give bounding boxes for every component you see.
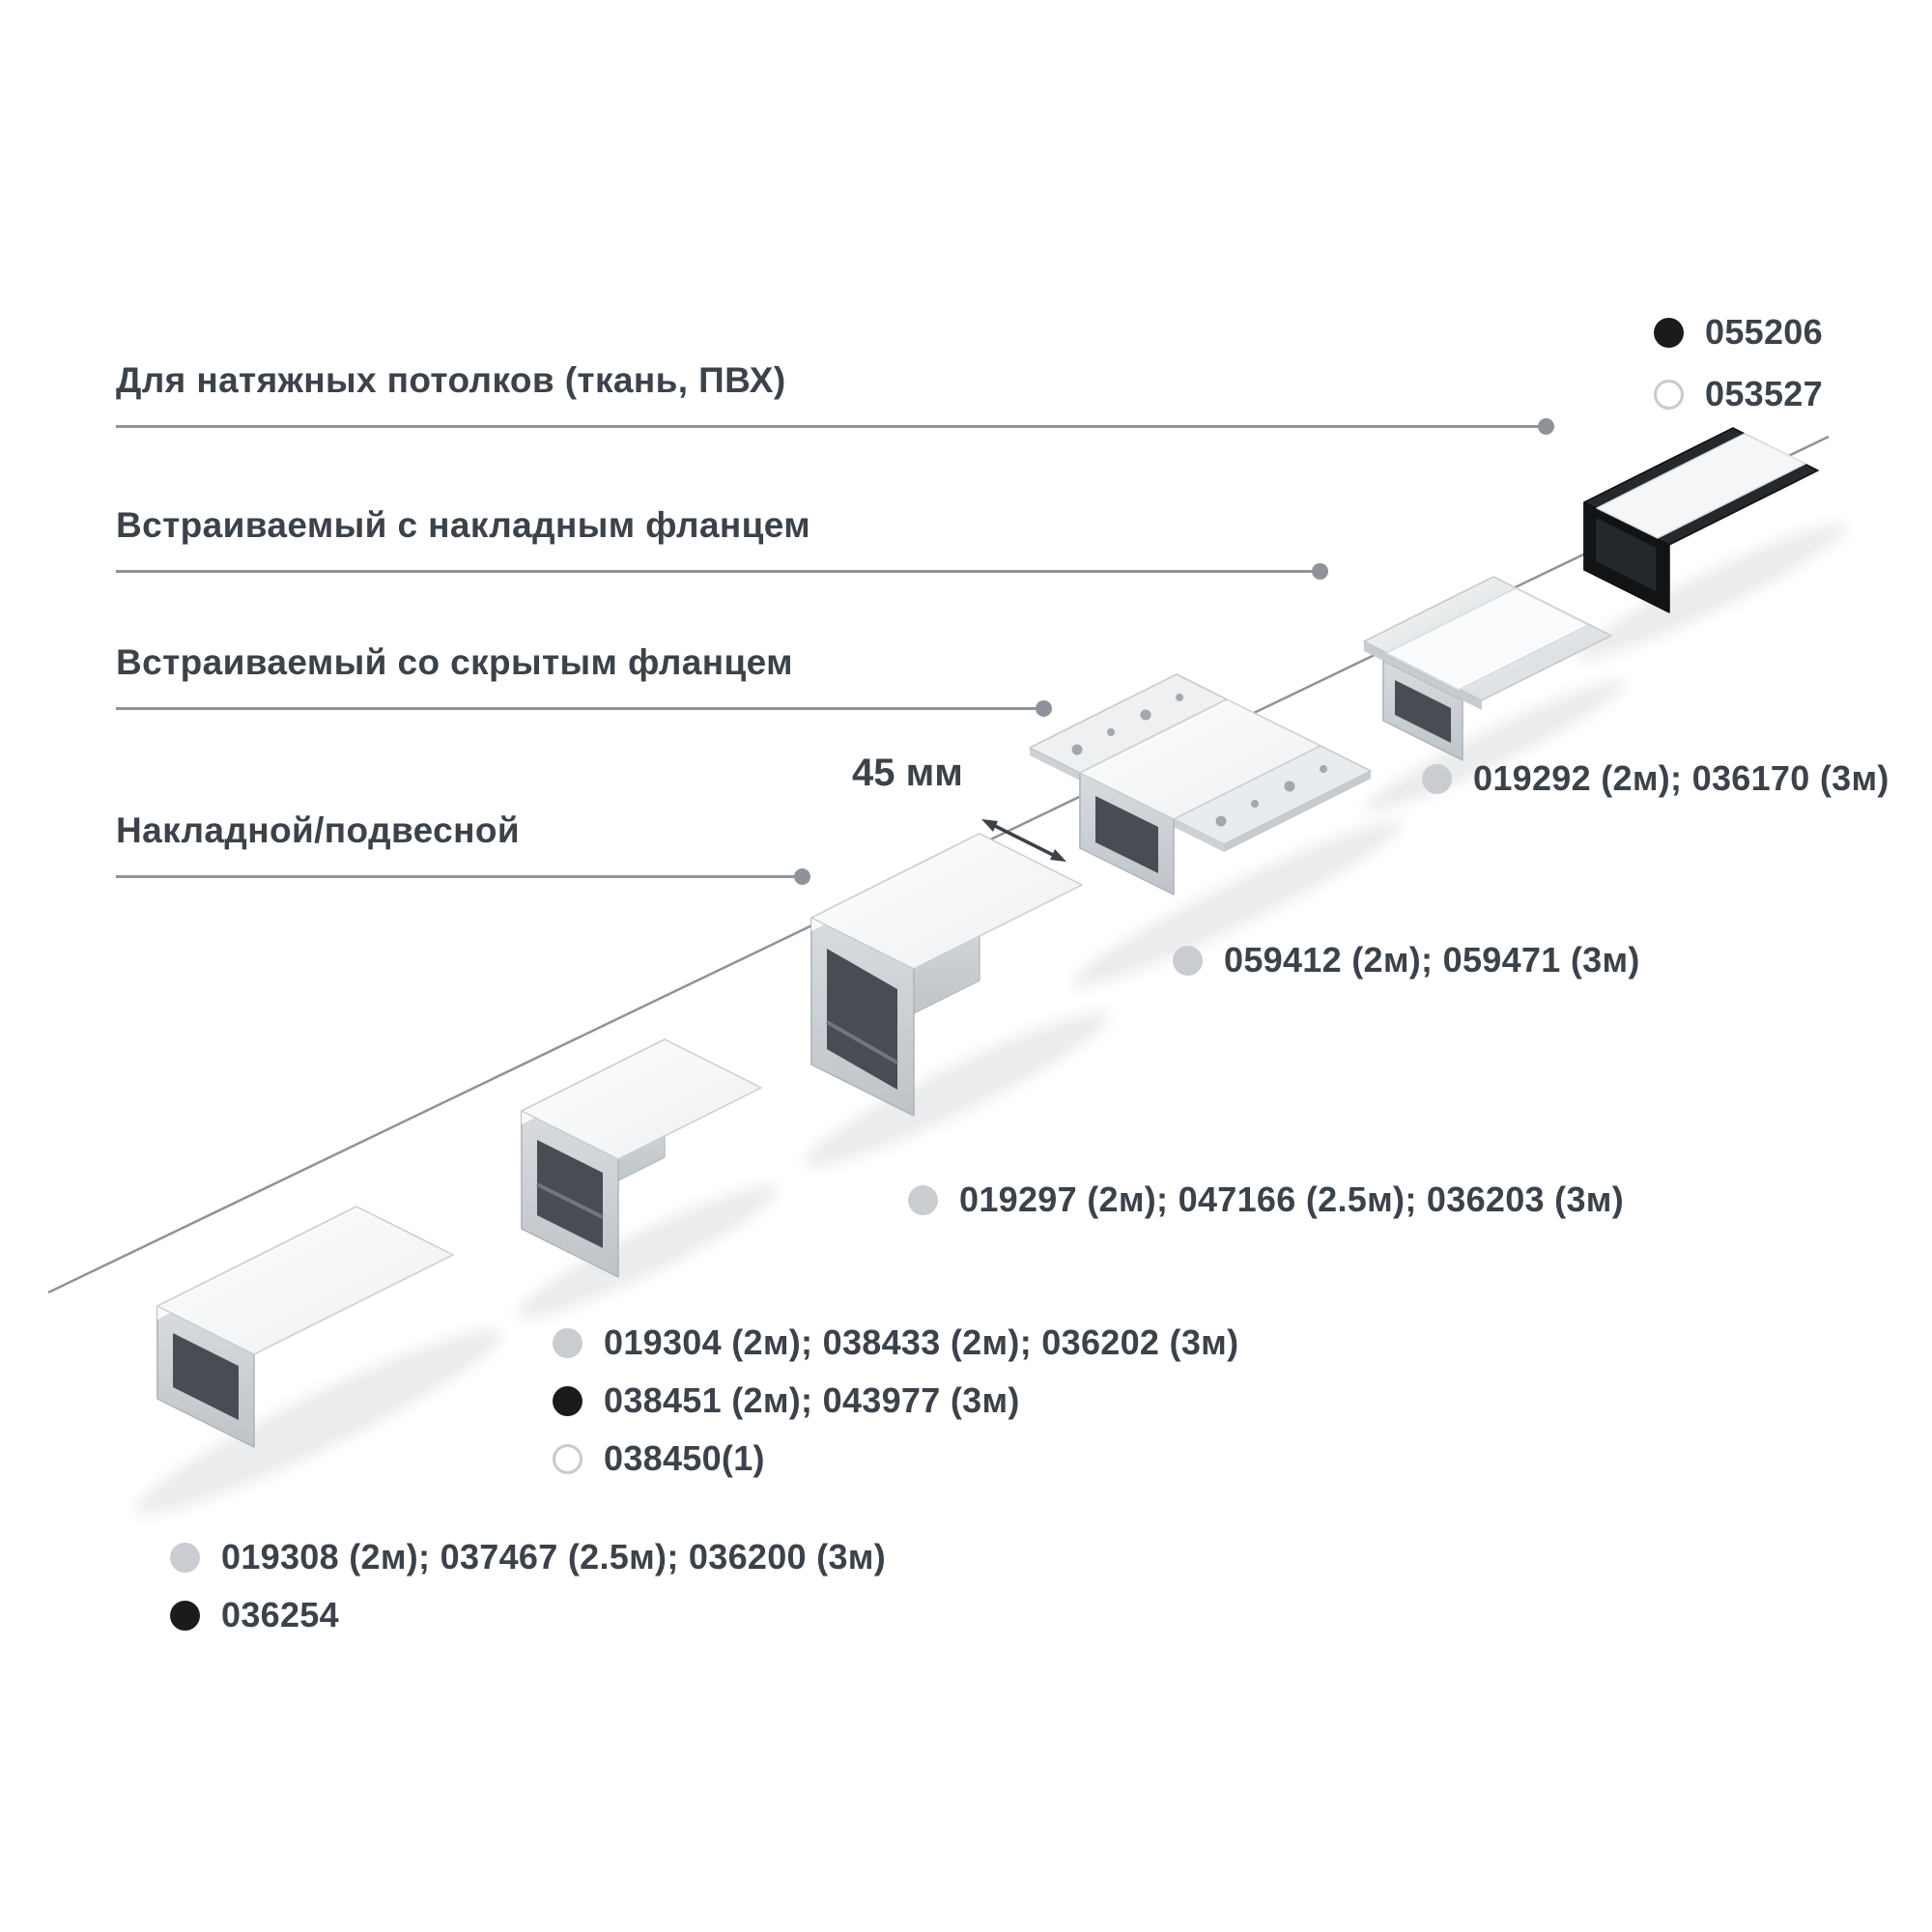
category-label: Накладной/подвесной [116,810,520,850]
profile-surface-low [156,1206,454,1448]
gray-color-dot [1173,945,1203,976]
legend-row: 019304 (2м); 038433 (2м); 036202 (3м) [553,1323,1238,1362]
profile-stretch-ceiling-black [1583,427,1819,613]
dimension-arrow-45mm [981,819,1066,862]
profile-surface-medium [521,1038,762,1278]
inner-ledge [536,1182,604,1219]
diffuser-top [1079,698,1321,820]
article-code: 038451 (2м); 043977 (3м) [604,1380,1020,1420]
black-color-dot [553,1385,582,1416]
article-code: 019297 (2м); 047166 (2.5м); 036203 (3м) [959,1179,1624,1219]
legend-row: 019297 (2м); 047166 (2.5м); 036203 (3м) [908,1180,1624,1219]
legend-row: 053527 [1654,375,1823,413]
end-hollow [1596,518,1656,591]
end-hollow [1395,680,1451,743]
legend-row: 036254 [170,1596,339,1634]
gray-color-dot [908,1184,938,1215]
end-hollow [173,1333,239,1420]
black-color-dot [170,1600,200,1631]
category-label: Для натяжных потолков (ткань, ПВХ) [116,360,786,400]
leader-endpoint-dot [1036,700,1052,717]
far-wing-holes [1215,765,1327,827]
profile-shadows [135,523,1847,1515]
article-code: 019292 (2м); 036170 (3м) [1473,758,1889,798]
category-label: Встраиваемый со скрытым фланцем [116,642,793,682]
category-label: Встраиваемый с накладным фланцем [116,505,811,545]
far-wing-edge [1224,771,1371,852]
white-color-dot [553,1443,582,1474]
gray-color-dot [1422,763,1452,794]
inner-ledge [826,1020,898,1065]
far-wing-end [1174,819,1224,852]
near-wing-end [1030,748,1080,781]
legend-row: 019292 (2м); 036170 (3м) [1422,759,1889,798]
article-code: 036254 [221,1595,339,1634]
diffuser-top [1596,433,1806,539]
gray-color-dot [170,1542,200,1573]
article-code: 059412 (2м); 059471 (3м) [1224,940,1640,980]
black-color-dot [1654,317,1684,348]
end-hollow [537,1140,603,1248]
article-code: 019308 (2м); 037467 (2.5м); 036200 (3м) [221,1537,886,1577]
article-code: 055206 [1705,312,1823,352]
diffuser-top [156,1206,454,1355]
article-code: 053527 [1705,374,1823,413]
diffuser-top [521,1038,762,1160]
legend-row: 038450(1) [553,1439,765,1478]
profile-recessed-hidden-flange [1029,673,1372,895]
category-recessed-surface-flange: Встраиваемый с накладным фланцем [116,505,1328,580]
category-stretch-ceilings: Для натяжных потолков (ткань, ПВХ) [116,360,1554,435]
end-hollow [1095,796,1158,873]
legend-row: 059412 (2м); 059471 (3м) [1173,941,1640,980]
diffuser-top [1385,587,1589,691]
near-wing-holes [1071,694,1183,755]
category-surface-suspended: Накладной/подвесной [116,810,810,885]
leader-endpoint-dot [794,868,810,885]
legend-row: 019308 (2м); 037467 (2.5м); 036200 (3м) [170,1538,886,1577]
legend-row: 038451 (2м); 043977 (3м) [553,1381,1020,1420]
gray-color-dot [553,1327,582,1358]
white-color-dot [1654,379,1684,410]
diffuser-top [810,833,1083,970]
profile-surface-tall [810,833,1083,1117]
leader-endpoint-dot [1538,418,1554,435]
flange-end-edge [1364,641,1482,710]
dimension-label-45mm: 45 мм [852,752,963,794]
category-recessed-hidden-flange: Встраиваемый со скрытым фланцем [116,642,1052,717]
leader-endpoint-dot [1312,563,1328,580]
legend-row: 055206 [1654,313,1823,352]
article-code: 038450(1) [604,1438,765,1478]
profile-recessed-surface-flange [1363,576,1612,761]
article-code: 019304 (2м); 038433 (2м); 036202 (3м) [604,1322,1239,1362]
